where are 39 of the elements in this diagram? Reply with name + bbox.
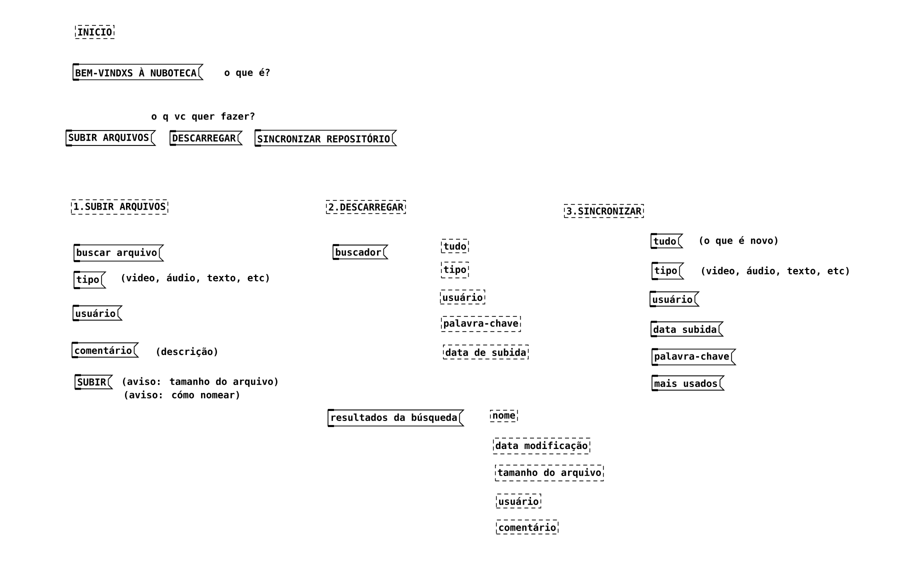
message-box: buscador [332, 244, 389, 260]
dashed-box: 1.SUBIR ARQUIVOS [71, 199, 168, 215]
comment-text: (descrição) [157, 347, 217, 357]
message-box: SUBIR [74, 374, 114, 390]
message-box: mais usados [652, 374, 725, 392]
message-box: buscar arquivo [74, 244, 164, 262]
dashed-box: tipo [441, 262, 469, 278]
comment-text: (video, áudio, texto, etc) [122, 273, 269, 283]
dashed-box: INICIO [75, 25, 114, 39]
message-box: SUBIR ARQUIVOS [66, 130, 156, 146]
message-box: tipo [652, 262, 684, 280]
message-box: DESCARREGAR [170, 130, 243, 146]
comment-text: o que é? [224, 68, 270, 78]
message-box: usuário [72, 304, 123, 322]
dashed-box: palavra-chave [441, 316, 521, 332]
dashed-box: usuário [440, 290, 486, 304]
dashed-box: comentário [496, 520, 558, 534]
dashed-box: tamanho do arquivo [495, 464, 604, 482]
comment-text: (video, áudio, texto, etc) [702, 266, 849, 276]
comment-text: (aviso: tamanho do arquivo) [123, 377, 278, 387]
message-box: tudo [650, 233, 684, 249]
message-box: tipo [74, 270, 106, 290]
dashed-box: nome [490, 410, 518, 422]
message-box: BEM-VINDXS À NUBOTECA [72, 63, 204, 81]
dashed-box: data modificação [493, 438, 590, 454]
message-box: usuário [650, 290, 700, 308]
dashed-box: 3.SINCRONIZAR [564, 204, 644, 218]
comment-text: (o que é novo) [700, 236, 778, 246]
message-box: palavra-chave [652, 348, 736, 366]
comment-text: (aviso: cómo nomear) [125, 390, 239, 400]
dashed-box: usuário [496, 494, 542, 508]
dashed-box: data de subida [443, 344, 529, 360]
dashed-box: 2.DESCARREGAR [326, 200, 406, 214]
dashed-box: tudo [441, 238, 469, 254]
message-box: comentário [72, 342, 140, 358]
comment-text: o q vc quer fazer? [152, 112, 254, 122]
message-box: SINCRONIZAR REPOSITÓRIO [254, 129, 398, 147]
message-box: resultados da búsqueda [328, 408, 465, 428]
message-box: data subida [650, 320, 724, 338]
